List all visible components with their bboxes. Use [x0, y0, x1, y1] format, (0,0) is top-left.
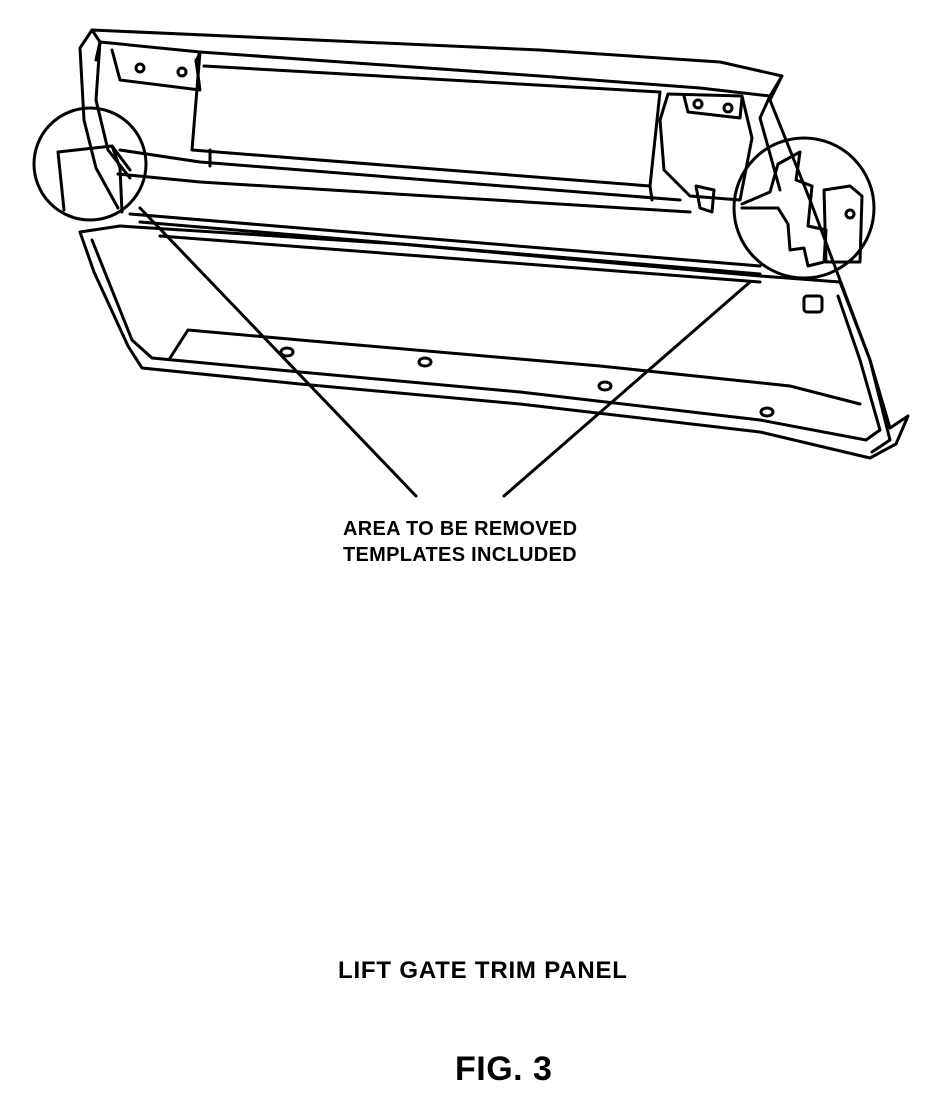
center-channel-top — [190, 50, 652, 188]
right-bracket — [658, 92, 754, 202]
right-leader-line — [502, 280, 752, 498]
mount-hole-2 — [417, 356, 433, 368]
right-upright — [768, 74, 892, 454]
trim-panel-ribs — [128, 212, 762, 284]
trim-panel-inner — [90, 238, 882, 442]
left-callout-detail — [56, 144, 132, 214]
left-callout-circle — [32, 106, 148, 222]
latch-opening — [802, 294, 824, 314]
right-bracket-hole-2 — [722, 102, 734, 114]
figure-caption: LIFT GATE TRIM PANEL — [338, 957, 628, 984]
left-bracket-hole-2 — [176, 66, 188, 78]
callout-line-1: AREA TO BE REMOVED — [343, 518, 578, 540]
mount-hole-4 — [759, 406, 775, 418]
left-upright — [78, 28, 120, 210]
callout-text: AREA TO BE REMOVED TEMPLATES INCLUDED — [343, 516, 577, 568]
left-bracket-hole-1 — [134, 62, 146, 74]
right-clip — [694, 184, 716, 214]
callout-line-2: TEMPLATES INCLUDED — [343, 544, 577, 566]
center-channel-inner — [208, 148, 654, 202]
mount-hole-3 — [597, 380, 613, 392]
right-callout-plate — [822, 184, 864, 264]
top-rail — [90, 28, 784, 98]
mount-hole-1 — [279, 346, 295, 358]
center-channel-back — [202, 64, 662, 188]
trim-panel-trough — [168, 328, 862, 406]
right-bracket-plate — [682, 94, 744, 120]
figure-number: FIG. 3 — [455, 1050, 553, 1088]
right-callout-hole — [844, 208, 856, 220]
right-upright-inner — [758, 116, 782, 192]
right-bracket-hole-1 — [692, 98, 704, 110]
left-leader-line — [138, 206, 418, 498]
right-callout-circle — [732, 136, 876, 280]
